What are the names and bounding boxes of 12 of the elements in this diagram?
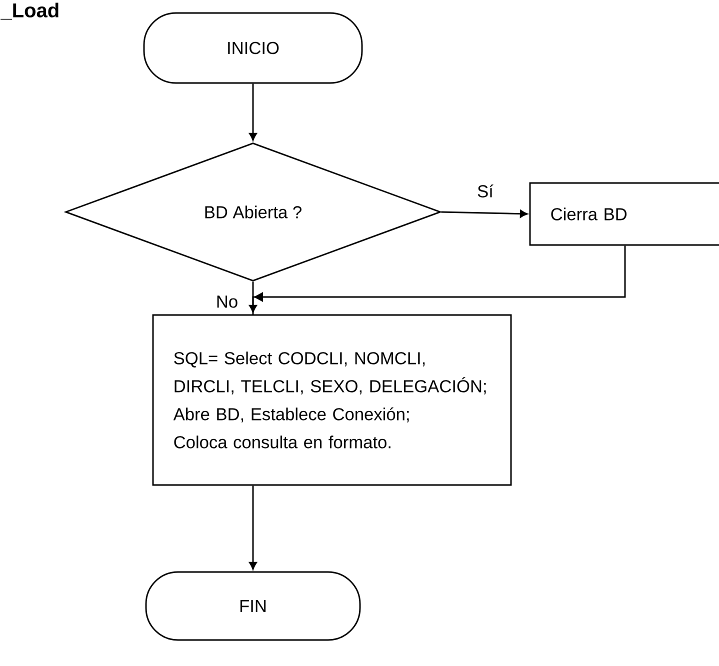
process-box: Cierra BD [529,182,719,246]
arrow [249,486,257,570]
terminator-box: FIN [145,571,361,641]
arrow [441,210,528,218]
arrow [249,84,257,141]
edge-label: Sí [476,183,495,199]
title: _Load [0,2,58,20]
arrow [249,282,257,313]
terminator-box: INICIO [143,12,363,84]
process-box: SQL= Select CODCLI, NOMCLI, DIRCLI, TELCLI, SEXO, DELEGACIÓN; Abre BD, Establece Conexión; Coloca consulta en formato. [152,314,512,486]
edge-label: No [214,294,240,310]
arrow [252,246,626,315]
